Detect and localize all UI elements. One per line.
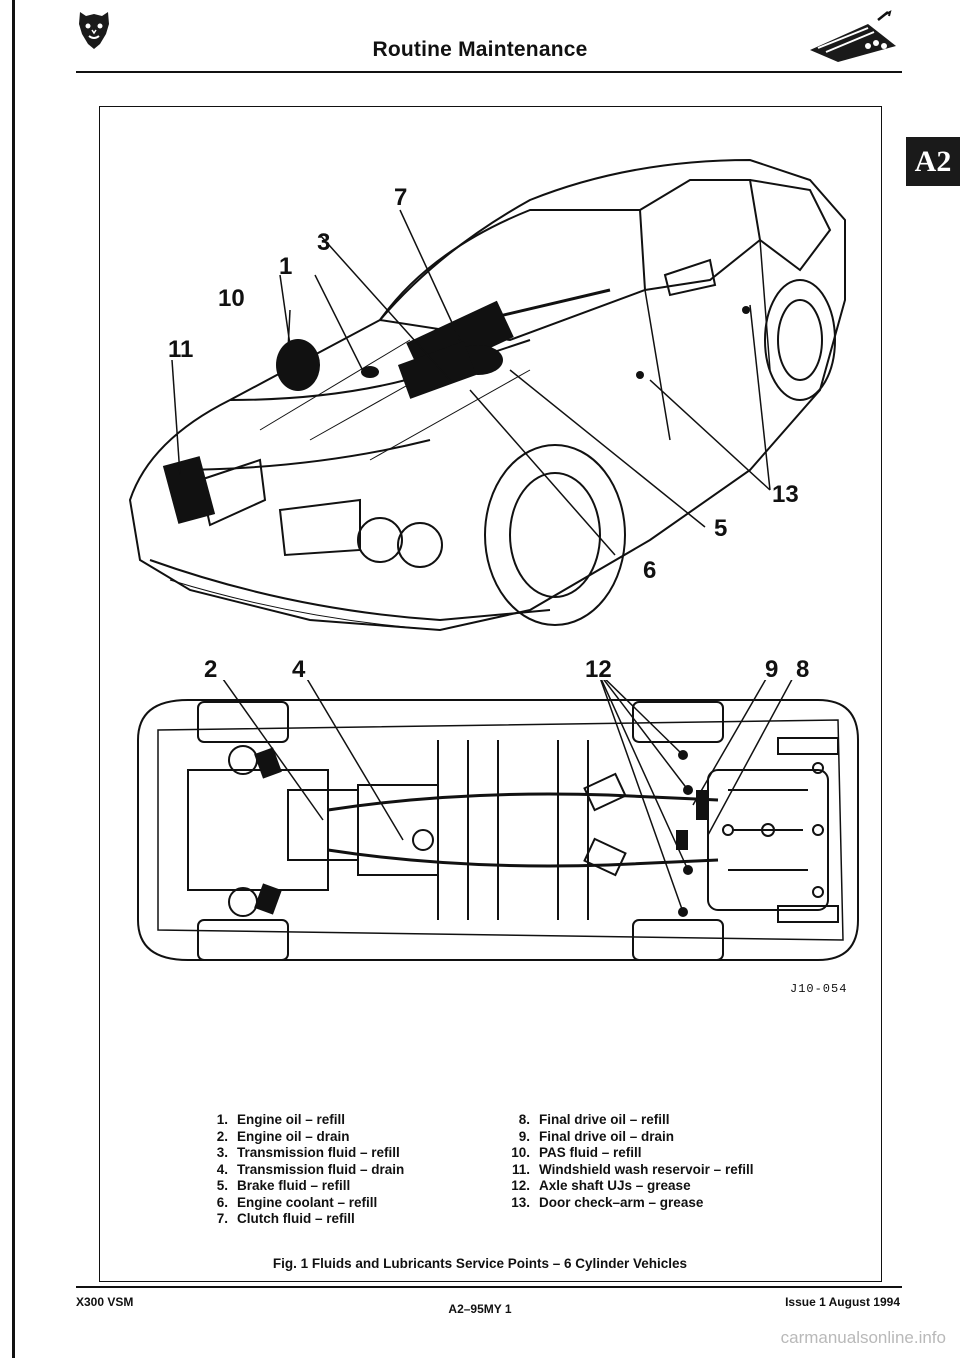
- car-underside-illustration: [137, 680, 859, 961]
- legend-item: 8.Final drive oil – refill: [518, 1112, 670, 1127]
- legend-item: 3.Transmission fluid – refill: [216, 1145, 400, 1160]
- car-perspective-illustration: [128, 158, 846, 632]
- legend-left-column: 1.Engine oil – refill 2.Engine oil – dra…: [198, 1112, 405, 1228]
- callout-2: 2: [204, 656, 218, 683]
- legend-item: 5.Brake fluid – refill: [216, 1178, 351, 1193]
- callout-7: 7: [394, 184, 408, 211]
- legend-item: 13.Door check–arm – grease: [511, 1194, 704, 1210]
- callout-12: 12: [585, 656, 612, 683]
- legend-right-column: 8.Final drive oil – refill 9.Final drive…: [500, 1112, 753, 1211]
- figure-frame: [99, 106, 882, 1282]
- legend-item: 2.Engine oil – drain: [216, 1128, 350, 1144]
- footer-page-number: A2–95MY 1: [448, 1302, 512, 1316]
- callout-10: 10: [218, 285, 245, 312]
- legend-item: 12.Axle shaft UJs – grease: [511, 1178, 691, 1193]
- callout-1: 1: [279, 253, 293, 280]
- footer-rule: [76, 1286, 902, 1288]
- legend-item: 1.Engine oil – refill: [216, 1112, 346, 1127]
- legend-item: 10.PAS fluid – refill: [511, 1145, 642, 1160]
- watermark: carmanualsonline.info: [780, 1328, 946, 1347]
- page-edge-rule: [12, 0, 15, 1358]
- callout-13: 13: [772, 481, 799, 508]
- figure-reference-code: J10-054: [790, 982, 848, 996]
- callout-4: 4: [292, 656, 306, 683]
- page-title: Routine Maintenance: [372, 38, 588, 61]
- figure-caption: Fig. 1 Fluids and Lubricants Service Poi…: [272, 1256, 688, 1271]
- jaguar-head-logo-icon: [79, 12, 109, 49]
- footer-manual-name: X300 VSM: [76, 1295, 134, 1309]
- callout-6: 6: [643, 557, 657, 584]
- maintenance-wedge-icon: [810, 10, 896, 62]
- callout-3: 3: [317, 229, 331, 256]
- callout-8: 8: [796, 656, 810, 683]
- callout-9: 9: [765, 656, 779, 683]
- callout-11: 11: [168, 336, 194, 363]
- legend-item: 9.Final drive oil – drain: [518, 1128, 675, 1144]
- legend-item: 4.Transmission fluid – drain: [216, 1161, 405, 1177]
- legend-item: 11.Windshield wash reservoir – refill: [511, 1161, 754, 1177]
- legend-item: 7.Clutch fluid – refill: [216, 1211, 355, 1226]
- legend-item: 6.Engine coolant – refill: [216, 1194, 378, 1210]
- callout-5: 5: [714, 515, 728, 542]
- header-rule: [76, 71, 902, 73]
- section-tab[interactable]: A2: [906, 137, 960, 186]
- footer-issue-date: Issue 1 August 1994: [785, 1295, 900, 1309]
